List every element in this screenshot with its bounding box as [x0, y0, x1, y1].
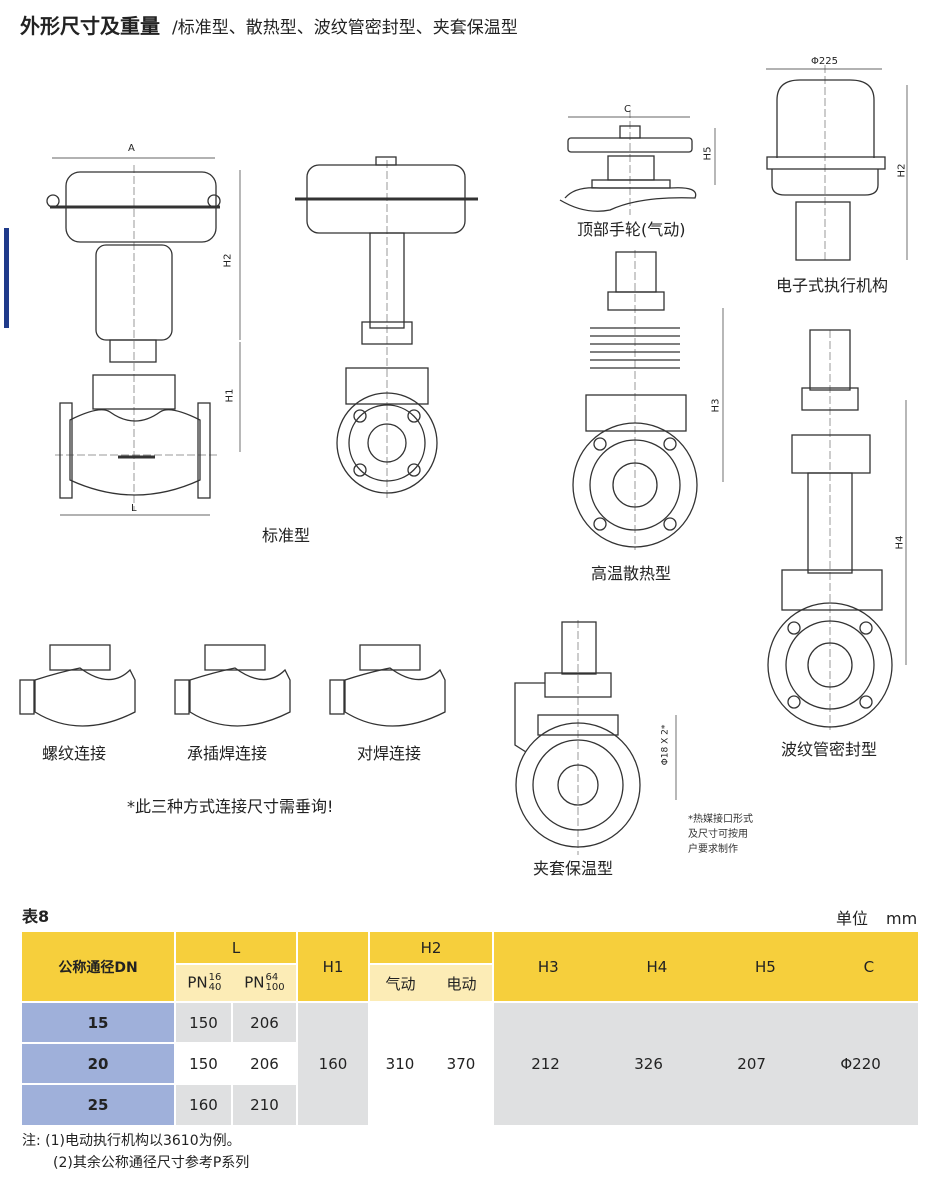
- unit-label: 单位 mm: [836, 905, 917, 929]
- header-h3-to-c: H3 H4 H5 C: [494, 932, 918, 1001]
- row-l-pn40: 160: [176, 1085, 231, 1125]
- unit-value: mm: [886, 909, 918, 928]
- row-l-pn100: 210: [233, 1085, 296, 1125]
- header-h2-pneumatic: 气动: [385, 974, 416, 993]
- header-h4: H4: [646, 957, 668, 976]
- header-dn: 公称通径DN: [22, 932, 174, 1001]
- jacket-drawing: [514, 620, 677, 855]
- dim-label-h2: H2: [222, 253, 234, 268]
- cell-h2-pneumatic: 310: [370, 1003, 430, 1125]
- cell-h3-to-c: 212 326 207 Φ220: [494, 1003, 918, 1125]
- cell-h4: 326: [634, 1055, 663, 1073]
- header-h2-electric: 电动: [446, 974, 477, 993]
- caption-bellows: 波纹管密封型: [781, 740, 878, 759]
- caption-high-temp: 高温散热型: [591, 564, 672, 583]
- dim-label-h1: H1: [224, 388, 236, 403]
- dim-label-phi225: Φ225: [811, 56, 838, 67]
- connection-note: *此三种方式连接尺寸需垂询!: [127, 797, 334, 816]
- page-title: 外形尺寸及重量: [20, 14, 160, 38]
- cell-h5: 207: [737, 1055, 766, 1073]
- note-line: (2)其余公称通径尺寸参考P系列: [53, 1155, 250, 1171]
- header-h5: H5: [755, 957, 776, 976]
- unit-text: 单位: [836, 909, 869, 928]
- cell-h2-electric: 370: [430, 1003, 492, 1125]
- row-l-pn40: 150: [176, 1044, 231, 1083]
- jacket-note-line: 户要求制作: [688, 844, 738, 855]
- table-title: 表8: [22, 907, 50, 926]
- dim-label-h4: H4: [894, 535, 906, 550]
- table-notes: 注: (1)电动执行机构以3610为例。 (2)其余公称通径尺寸参考P系列: [22, 1130, 249, 1174]
- header-h2: H2: [370, 932, 492, 963]
- caption-jacket: 夹套保温型: [533, 859, 614, 878]
- dim-label-h3: H3: [710, 398, 722, 413]
- dim-label-a: A: [128, 143, 135, 154]
- electric-actuator-drawing: [766, 65, 908, 262]
- caption-butt-weld: 对焊连接: [357, 744, 422, 763]
- row-dn: 15: [22, 1003, 174, 1042]
- handwheel-drawing: [559, 110, 716, 215]
- header-h3: H3: [537, 957, 559, 976]
- connection-drawings: [19, 644, 446, 727]
- bellows-drawing: [767, 329, 907, 730]
- caption-threaded: 螺纹连接: [42, 744, 107, 763]
- header-c: C: [863, 957, 875, 976]
- dim-label-h5: H5: [702, 146, 714, 161]
- caption-standard: 标准型: [262, 526, 311, 545]
- cell-h1: 160: [298, 1003, 368, 1125]
- header-l: L: [176, 932, 296, 963]
- side-accent-bar: [4, 228, 9, 328]
- row-l-pn100: 206: [233, 1003, 296, 1042]
- row-l-pn40: 150: [176, 1003, 231, 1042]
- cell-c: Φ220: [840, 1055, 881, 1073]
- caption-socket-weld: 承插焊连接: [187, 744, 268, 763]
- caption-handwheel: 顶部手轮(气动): [577, 220, 686, 239]
- jacket-note: *热媒接口形式 及尺寸可按用 户要求制作: [688, 812, 753, 857]
- row-dn: 25: [22, 1085, 174, 1125]
- dim-label-phi18: Φ18 X 2*: [660, 724, 671, 766]
- page-subtitle: /标准型、散热型、波纹管密封型、夹套保温型: [172, 18, 518, 38]
- jacket-note-line: *热媒接口形式: [688, 814, 753, 825]
- cell-h3: 212: [531, 1055, 560, 1073]
- header-h2-sub: 气动 电动: [370, 965, 492, 1001]
- caption-electric: 电子式执行机构: [776, 276, 889, 295]
- row-dn: 20: [22, 1044, 174, 1083]
- standard-valve-side-drawing: [295, 156, 478, 500]
- note-line: 注: (1)电动执行机构以3610为例。: [22, 1133, 241, 1149]
- dim-label-l: L: [131, 503, 137, 514]
- dim-label-c: C: [624, 104, 631, 115]
- jacket-note-line: 及尺寸可按用: [688, 829, 748, 840]
- row-l-pn100: 206: [233, 1044, 296, 1083]
- high-temp-drawing: [572, 250, 724, 550]
- header-h1: H1: [298, 932, 368, 1001]
- dim-label-h2-electric: H2: [896, 163, 908, 178]
- standard-valve-drawing: [46, 157, 241, 516]
- drawings-canvas: [19, 65, 908, 855]
